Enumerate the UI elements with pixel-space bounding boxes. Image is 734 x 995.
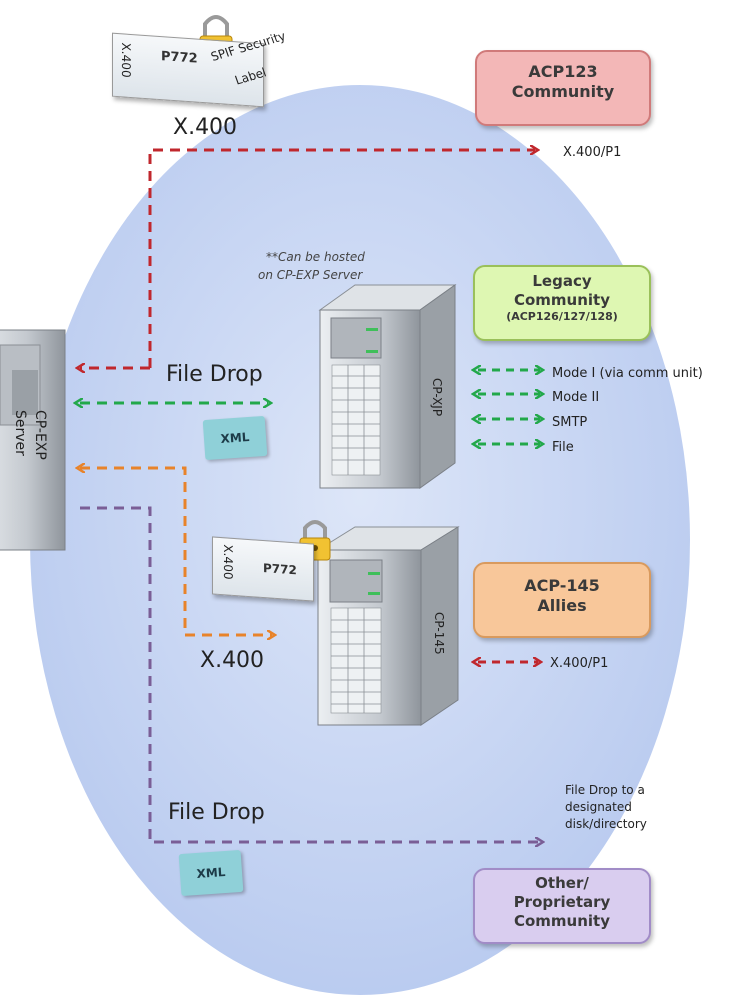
x400-mid-label: X.400 [200,648,265,673]
acp145-allies-box: ACP-145 Allies [473,562,651,638]
other-community-box: Other/ Proprietary Community [473,868,651,944]
hosted-note-line2: on CP-EXP Server [258,268,363,282]
acp123-line2: Community [511,82,615,101]
purple-file-drop-arrow [80,506,540,842]
cp-exp-line2: Server [12,410,28,456]
xml-document-icon-2: XML [178,849,244,897]
smtp-label: SMTP [552,415,588,430]
cp-exp-line1: CP-EXP [32,410,48,460]
file-drop-note-line3: disk/directory [565,817,647,831]
x400-p1-mid-label: X.400/P1 [550,656,609,671]
x400-p1-top-label: X.400/P1 [563,145,622,160]
cp-xjp-server-graphic [318,284,457,489]
cp-exp-server-graphic [0,329,66,551]
legacy-community-box: Legacy Community (ACP126/127/128) [473,265,651,341]
file-drop-top-label: File Drop [166,362,263,387]
red-x400-arrow [80,150,535,368]
x400-vertical-label: X.400 [119,42,133,79]
orange-x400-arrow [80,466,272,635]
xml-document-icon: XML [202,415,268,461]
mode-i-label: Mode I (via comm unit) [552,366,703,381]
legacy-line3: (ACP126/127/128) [506,309,618,323]
mode-arrows [478,370,540,444]
cp-145-label: CP-145 [432,612,446,655]
hosted-note-line1: **Can be hosted [266,250,365,264]
p772-label-2: P772 [263,561,297,578]
file-label: File [552,440,574,455]
hosted-note: **Can be hosted on CP-EXP Server [258,248,365,284]
other-line3: Community [513,911,611,930]
other-line2: Proprietary [513,892,611,911]
spif-label-2: Label [233,65,269,88]
cp-145-server-graphic [316,526,460,726]
acp123-line1: ACP123 [528,62,598,81]
acp145-line1: ACP-145 [524,576,600,595]
legacy-line2: Community [513,290,611,309]
file-drop-note: File Drop to a designated disk/directory [565,782,647,833]
cp-xjp-label: CP-XJP [430,378,444,417]
file-drop-bottom-label: File Drop [168,800,265,825]
file-drop-note-line2: designated [565,800,632,814]
file-drop-note-line1: File Drop to a [565,783,645,797]
p772-label: P772 [161,49,198,67]
other-line1: Other/ [535,874,589,892]
security-label-card: X.400 P772 SPIF Security Label [112,29,287,108]
legacy-line1: Legacy [532,272,592,290]
x400-top-label: X.400 [173,115,238,140]
cp-exp-label: CP-EXP Server [10,410,50,460]
acp145-line2: Allies [537,596,587,615]
acp123-community-box: ACP123 Community [475,50,651,126]
security-label-card-2: X.400 P772 [212,536,314,602]
mode-ii-label: Mode II [552,390,600,405]
x400-vertical-label-2: X.400 [221,544,235,580]
